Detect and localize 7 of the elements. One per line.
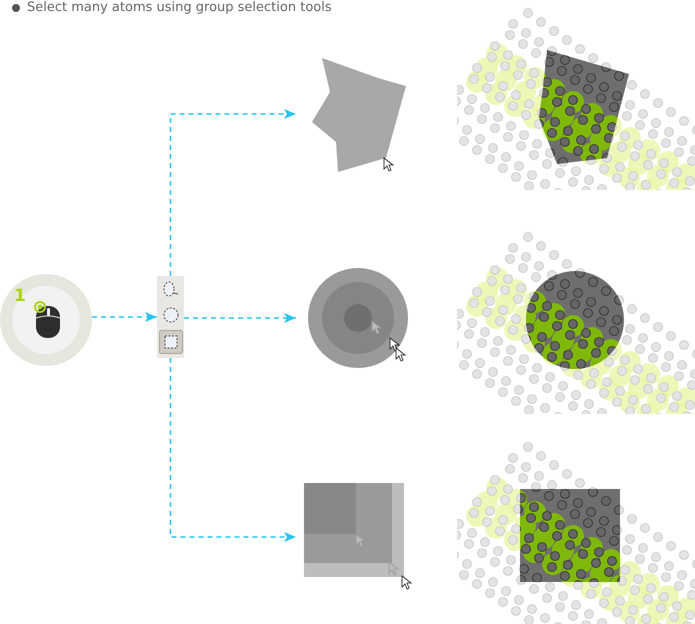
dashed-arrow bbox=[170, 109, 296, 276]
dashed-arrow bbox=[92, 312, 157, 322]
title: Select many atoms using group selection tools bbox=[27, 0, 332, 16]
dashed-arrow bbox=[184, 313, 296, 323]
step-number: 1 bbox=[14, 288, 26, 305]
selection-toolbar bbox=[157, 276, 184, 358]
dashed-arrow bbox=[170, 358, 296, 542]
